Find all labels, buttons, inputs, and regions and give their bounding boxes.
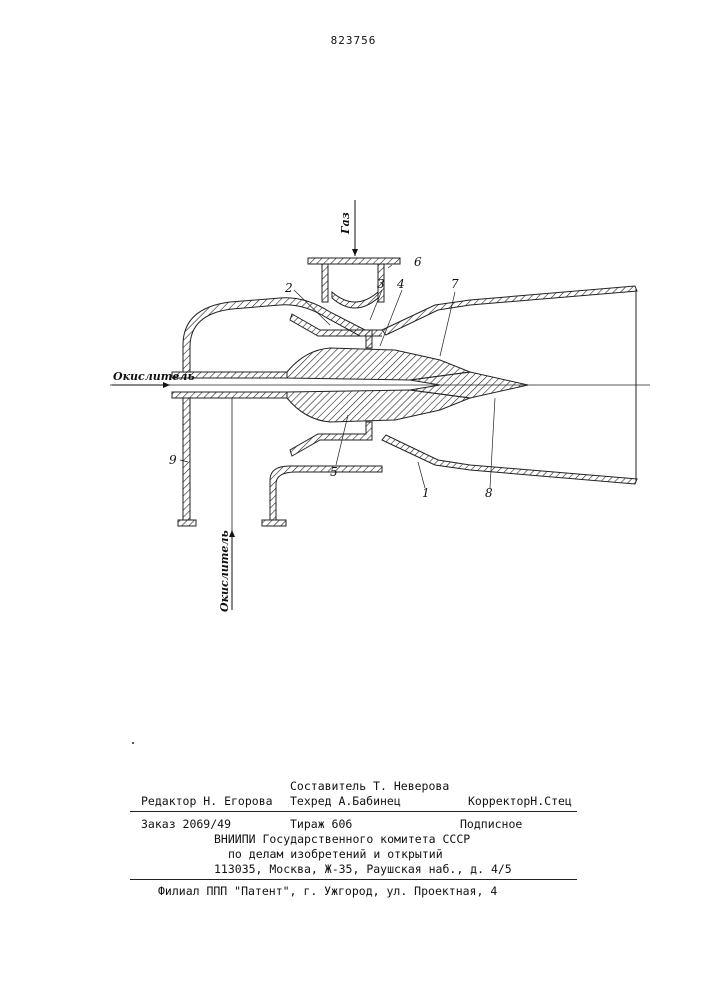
gas-pipe-left	[322, 264, 328, 302]
corrector-line: КорректорН.Стец	[468, 794, 572, 808]
branch-line: Филиал ППП "Патент", г. Ужгород, ул. Про…	[158, 884, 497, 898]
gas-flange	[308, 258, 400, 264]
housing-left-wall	[183, 398, 190, 520]
oxidizer-axial-label: Окислитель	[113, 370, 195, 383]
circulation-line: Тираж 606	[290, 817, 352, 831]
label-1: 1	[422, 486, 430, 500]
gas-inlet-label: Газ	[339, 212, 352, 235]
bottom-flange-right	[262, 520, 286, 526]
label-8: 8	[485, 486, 493, 500]
label-5: 5	[330, 465, 338, 479]
subscription-line: Подписное	[460, 817, 522, 831]
label-7: 7	[451, 277, 459, 291]
inner-channel-lower	[290, 422, 372, 456]
label-2: 2	[284, 281, 293, 295]
housing-lower	[270, 466, 382, 520]
org-address: 113035, Москва, Ж-35, Раушская наб., д. …	[214, 862, 512, 876]
compiler-line: Составитель Т. Неверова	[290, 779, 449, 793]
oxidizer-tube-lower	[172, 392, 287, 398]
diffuser-lower-wall	[382, 435, 637, 484]
separator-1	[130, 811, 577, 812]
org-line-1: ВНИИПИ Государственного комитета СССР	[214, 832, 470, 846]
editor-line: Редактор Н. Егорова	[141, 794, 273, 808]
bottom-flange-left	[178, 520, 196, 526]
diffuser-upper-wall	[382, 286, 637, 335]
label-3: 3	[377, 277, 385, 291]
separator-2	[130, 879, 577, 880]
label-4: 4	[396, 277, 405, 291]
org-line-2: по делам изобретений и открытий	[228, 847, 443, 861]
order-line: Заказ 2069/49	[141, 817, 231, 831]
oxidizer-bottom-label: Окислитель	[218, 530, 231, 612]
label-6: 6	[414, 255, 422, 269]
stray-dot	[132, 742, 134, 744]
techred-line: Техред А.Бабинец	[290, 794, 401, 808]
label-9: 9	[169, 453, 177, 467]
gas-diaphragm	[332, 292, 378, 308]
